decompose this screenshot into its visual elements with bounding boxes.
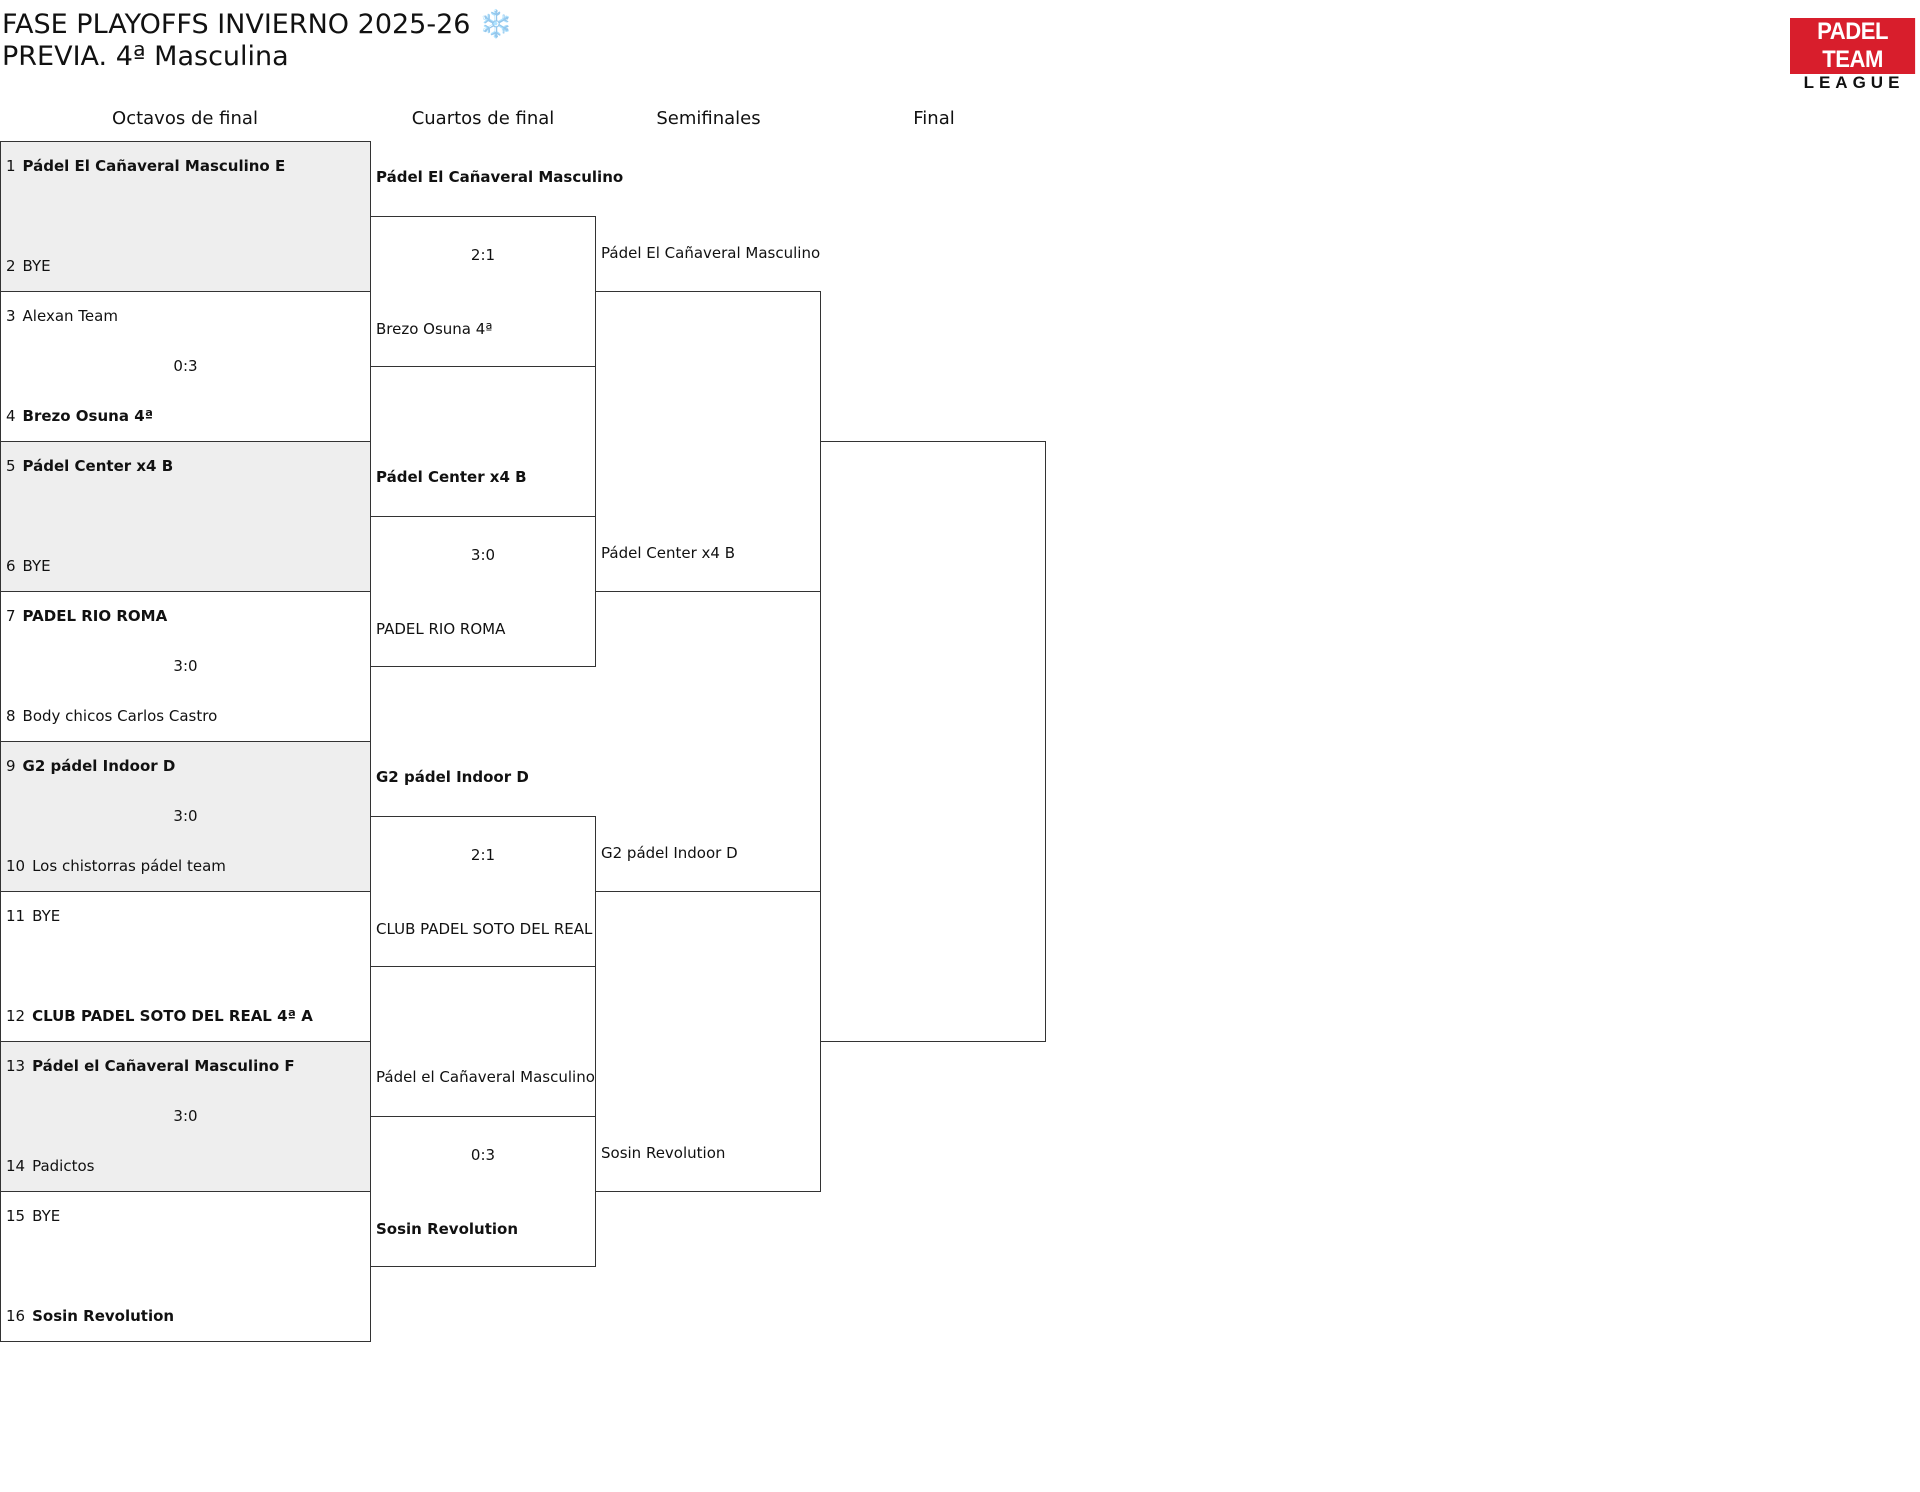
team-slot[interactable]: 15 BYE bbox=[6, 1207, 60, 1225]
league-logo: PADEL TEAM LEAGUE bbox=[1790, 18, 1918, 92]
match-cuartos-4[interactable] bbox=[370, 1116, 596, 1267]
seed-number: 1 bbox=[6, 157, 16, 175]
logo-line1: PADEL TEAM bbox=[1790, 18, 1916, 74]
team-name: Alexan Team bbox=[22, 307, 118, 325]
team-slot[interactable]: 8 Body chicos Carlos Castro bbox=[6, 707, 217, 725]
team-slot[interactable]: Pádel el Cañaveral Masculino bbox=[376, 1068, 595, 1086]
seed-number: 3 bbox=[6, 307, 16, 325]
seed-number: 9 bbox=[6, 757, 16, 775]
team-slot[interactable]: Brezo Osuna 4ª bbox=[376, 320, 493, 338]
match-final[interactable] bbox=[820, 441, 1046, 1042]
team-slot[interactable]: CLUB PADEL SOTO DEL REAL bbox=[376, 920, 593, 938]
match-cuartos-3[interactable] bbox=[370, 816, 596, 967]
round-header-octavos: Octavos de final bbox=[112, 108, 258, 129]
round-header-final: Final bbox=[913, 108, 955, 129]
match-score: 2:1 bbox=[470, 846, 496, 864]
team-slot[interactable]: 14 Padictos bbox=[6, 1157, 94, 1175]
match-score: 0:3 bbox=[173, 357, 198, 375]
team-slot[interactable]: 10 Los chistorras pádel team bbox=[6, 857, 226, 875]
team-name: Brezo Osuna 4ª bbox=[22, 407, 154, 425]
team-slot-winner[interactable]: 13 Pádel el Cañaveral Masculino F bbox=[6, 1057, 295, 1075]
team-name: PADEL RIO ROMA bbox=[22, 607, 168, 625]
team-name: Sosin Revolution bbox=[32, 1307, 175, 1325]
team-name: CLUB PADEL SOTO DEL REAL 4ª A bbox=[32, 1007, 313, 1025]
match-octavos-1[interactable] bbox=[0, 141, 371, 292]
team-slot[interactable]: Pádel Center x4 B bbox=[601, 544, 735, 562]
seed-number: 12 bbox=[6, 1007, 26, 1025]
round-header-semifinales: Semifinales bbox=[656, 108, 761, 129]
match-score: 3:0 bbox=[173, 657, 198, 675]
match-score: 3:0 bbox=[173, 807, 198, 825]
team-name: Body chicos Carlos Castro bbox=[22, 707, 218, 725]
team-name: BYE bbox=[32, 1207, 61, 1225]
match-cuartos-2[interactable] bbox=[370, 516, 596, 667]
team-name: BYE bbox=[22, 257, 51, 275]
team-slot-winner[interactable]: 9 G2 pádel Indoor D bbox=[6, 757, 175, 775]
team-name: BYE bbox=[32, 907, 61, 925]
team-slot[interactable]: G2 pádel Indoor D bbox=[601, 844, 738, 862]
round-header-cuartos: Cuartos de final bbox=[411, 108, 555, 129]
seed-number: 4 bbox=[6, 407, 16, 425]
team-name: Los chistorras pádel team bbox=[32, 857, 226, 875]
match-score: 0:3 bbox=[470, 1146, 496, 1164]
seed-number: 8 bbox=[6, 707, 16, 725]
team-slot-winner[interactable]: 5 Pádel Center x4 B bbox=[6, 457, 173, 475]
team-slot-winner[interactable]: 16 Sosin Revolution bbox=[6, 1307, 174, 1325]
team-slot[interactable]: PADEL RIO ROMA bbox=[376, 620, 506, 638]
seed-number: 13 bbox=[6, 1057, 26, 1075]
team-slot[interactable]: Pádel El Cañaveral Masculino bbox=[601, 244, 821, 262]
team-slot-winner[interactable]: Sosin Revolution bbox=[376, 1220, 519, 1238]
page-title: FASE PLAYOFFS INVIERNO 2025-26 ❄️ bbox=[2, 9, 513, 40]
match-score: 3:0 bbox=[470, 546, 496, 564]
match-cuartos-1[interactable] bbox=[370, 216, 596, 367]
team-slot[interactable]: 3 Alexan Team bbox=[6, 307, 118, 325]
seed-number: 7 bbox=[6, 607, 16, 625]
match-score: 3:0 bbox=[173, 1107, 198, 1125]
seed-number: 5 bbox=[6, 457, 16, 475]
team-name: G2 pádel Indoor D bbox=[22, 757, 176, 775]
team-slot-winner[interactable]: Pádel Center x4 B bbox=[376, 468, 527, 486]
seed-number: 14 bbox=[6, 1157, 26, 1175]
seed-number: 2 bbox=[6, 257, 16, 275]
team-slot-winner[interactable]: 12 CLUB PADEL SOTO DEL REAL 4ª A bbox=[6, 1007, 313, 1025]
team-name: Pádel el Cañaveral Masculino F bbox=[32, 1057, 295, 1075]
team-name: Pádel El Cañaveral Masculino E bbox=[22, 157, 286, 175]
team-slot[interactable]: 11 BYE bbox=[6, 907, 60, 925]
seed-number: 15 bbox=[6, 1207, 26, 1225]
team-slot-winner[interactable]: Pádel El Cañaveral Masculino bbox=[376, 168, 624, 186]
team-name: Padictos bbox=[32, 1157, 95, 1175]
team-slot-winner[interactable]: 7 PADEL RIO ROMA bbox=[6, 607, 167, 625]
seed-number: 6 bbox=[6, 557, 16, 575]
seed-number: 16 bbox=[6, 1307, 26, 1325]
team-slot-winner[interactable]: G2 pádel Indoor D bbox=[376, 768, 529, 786]
team-slot[interactable]: Sosin Revolution bbox=[601, 1144, 726, 1162]
seed-number: 11 bbox=[6, 907, 26, 925]
team-slot[interactable]: 6 BYE bbox=[6, 557, 51, 575]
match-score: 2:1 bbox=[470, 246, 496, 264]
team-slot-winner[interactable]: 4 Brezo Osuna 4ª bbox=[6, 407, 153, 425]
team-name: Pádel Center x4 B bbox=[22, 457, 174, 475]
page-subtitle: PREVIA. 4ª Masculina bbox=[2, 41, 289, 72]
seed-number: 10 bbox=[6, 857, 26, 875]
match-octavos-5[interactable] bbox=[0, 741, 371, 892]
logo-line2: LEAGUE bbox=[1803, 73, 1905, 92]
team-name: BYE bbox=[22, 557, 51, 575]
match-octavos-7[interactable] bbox=[0, 1041, 371, 1192]
match-octavos-3[interactable] bbox=[0, 441, 371, 592]
team-slot[interactable]: 2 BYE bbox=[6, 257, 51, 275]
team-slot-winner[interactable]: 1 Pádel El Cañaveral Masculino E bbox=[6, 157, 285, 175]
